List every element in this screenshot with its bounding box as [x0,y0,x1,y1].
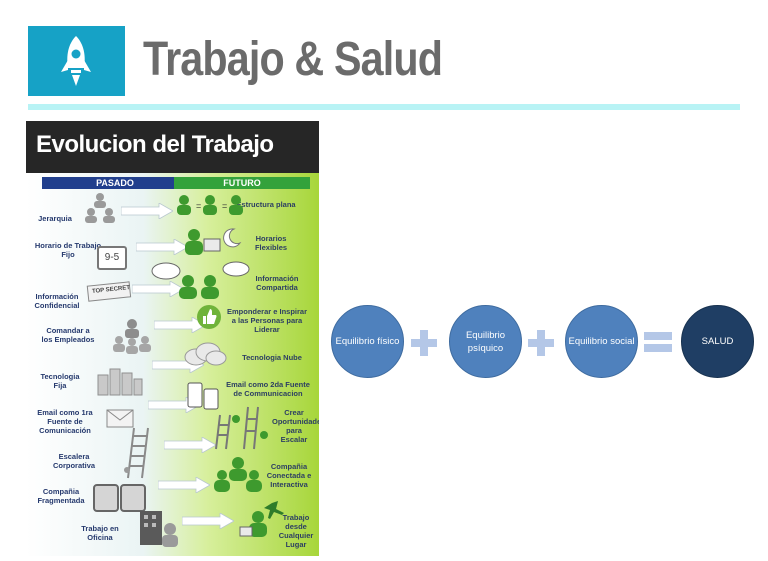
flat-structure-people-icon: = = [177,195,243,215]
equation-circle-physical: Equilibrio físico [331,305,404,378]
rocket-icon [61,36,91,86]
connected-company-people-icon [214,457,262,492]
future-label-empower: Emponderar e Inspirar a las Personas par… [226,307,308,334]
future-label-anywhere: Trabajo desde Cualquier Lugar [278,513,314,549]
arrow-icon [132,281,184,297]
person-frame-icon [120,484,146,512]
cloud-icon [184,342,227,366]
future-label-connected: Compañia Conectada e Interactiva [266,462,312,489]
ladder-icon [124,427,149,479]
boss-commanding-icon [113,319,151,354]
fixed-hours-clock-icon: 9-5 [97,246,127,270]
infographic-header: Evolucion del Trabajo [26,121,319,173]
remote-work-plane-person-icon [239,501,284,537]
arrow-icon [158,477,210,493]
equals-icon [644,332,672,352]
opportunity-ladders-icon [215,406,268,450]
arrow-icon [148,397,200,413]
past-label-fixed-tech: Tecnologia Fija [40,372,80,390]
top-secret-stamp-icon [86,281,132,302]
equation-circle-psychic: Equilibrio psíquico [449,305,522,378]
future-label-shared: Información Compartida [255,274,299,292]
future-label-flat: Estructura plana [236,200,296,209]
equation-result-health: SALUD [681,305,754,378]
server-tower-icon [97,368,143,396]
past-label-fixed-schedule: Horario de Trabajo Fijo [34,241,102,259]
work-evolution-infographic: Evolucion del Trabajo PASADO FUTURO Jera… [26,121,319,556]
future-column-label: FUTURO [174,177,310,189]
arrow-icon [164,437,216,453]
past-label-fragmented: Compañia Fragmentada [37,487,85,505]
past-label-corporate-ladder: Escalera Corporativa [52,452,96,470]
shared-info-chat-people-icon [151,261,250,299]
past-label-command: Comandar a los Empleados [41,326,95,344]
future-label-email-second: Email como 2da Fuente de Communicacion [226,380,310,398]
logo-box [28,26,125,96]
office-building-icon [140,511,178,547]
plus-icon [411,330,437,356]
flexible-hours-person-laptop-icon [185,228,242,255]
arrow-icon [121,203,173,219]
past-label-office-work: Trabajo en Oficina [81,524,119,542]
thumbs-up-icon [197,305,221,329]
title-divider [28,104,740,110]
future-label-flexible: Horarios Flexibles [254,234,288,252]
future-label-cloud: Tecnologia Nube [242,353,302,362]
page-title: Trabajo & Salud [143,33,443,86]
past-label-confidential: Información Confidencial [34,292,80,310]
devices-icon [187,382,219,410]
envelope-icon [106,409,134,428]
hierarchy-people-icon [85,193,115,223]
person-frame-icon [93,484,119,512]
arrow-icon [154,317,206,333]
past-label-email-first: Email como 1ra Fuente de Comunicación [37,408,93,435]
arrow-icon [182,513,234,529]
svg-text:=: = [196,201,201,211]
past-label-hierarchy: Jerarquia [38,214,72,223]
future-label-opportunities: Crear Oportunidades para Escalar [272,408,319,444]
infographic-title: Evolucion del Trabajo [36,131,274,158]
arrow-icon [136,239,188,255]
past-column-label: PASADO [42,177,188,189]
plus-icon [528,330,554,356]
svg-text:=: = [222,201,227,211]
equation-circle-social: Equilibrio social [565,305,638,378]
